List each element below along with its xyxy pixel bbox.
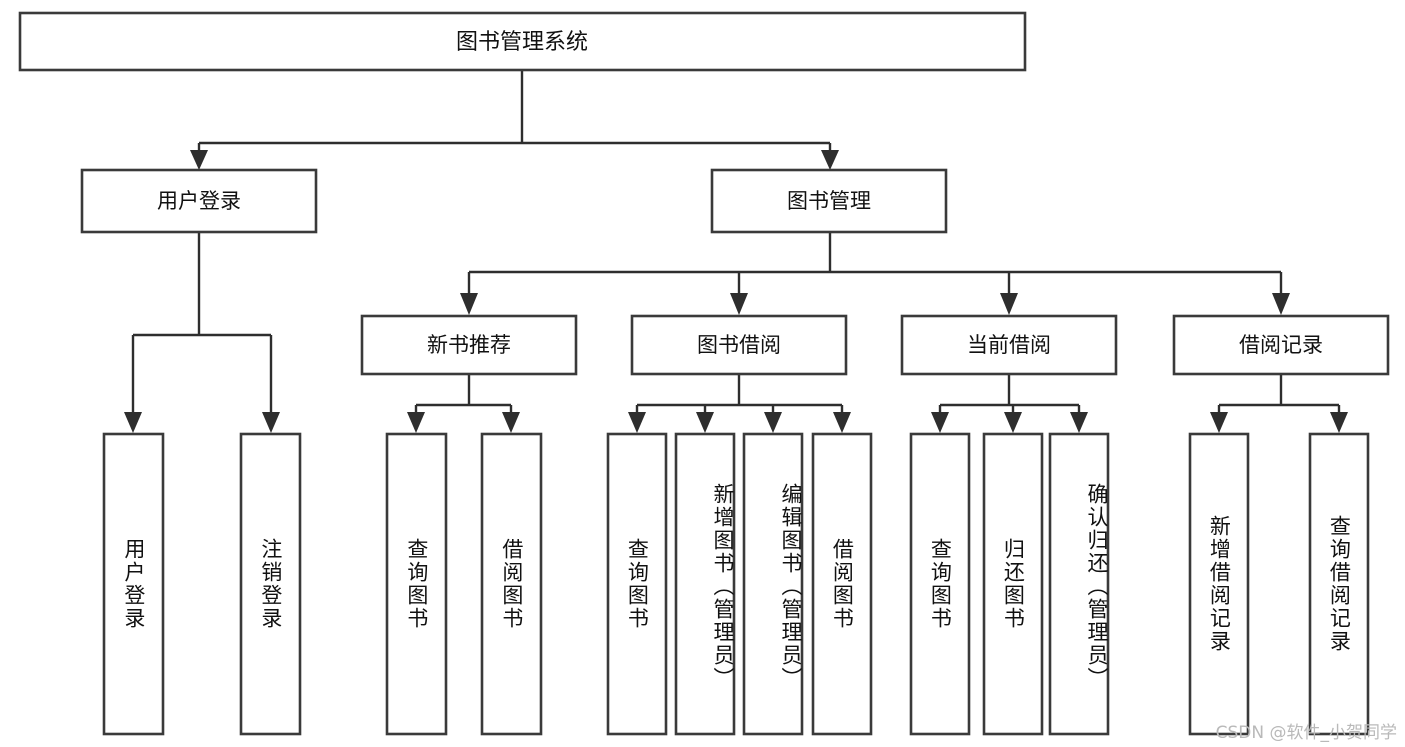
leaf-box-return-book[interactable] xyxy=(982,432,1044,736)
arrow-to-user-login xyxy=(190,150,208,170)
arrow-to-leaf-borrow-book-1 xyxy=(502,412,520,433)
leaf-box-query-book-current[interactable] xyxy=(909,432,971,736)
node-current-borrow[interactable] xyxy=(900,314,1118,376)
leaf-box-query-borrow-record[interactable] xyxy=(1308,432,1370,736)
node-book-borrow-label: 图书借阅 xyxy=(697,333,781,357)
node-root-book-management-system[interactable] xyxy=(18,11,1027,72)
arrow-to-book-borrow xyxy=(730,293,748,315)
watermark-text: CSDN @软件_小贺同学 xyxy=(1215,723,1397,743)
leaf-box-borrow-book[interactable] xyxy=(811,432,873,736)
leaf-box-logout[interactable] xyxy=(239,432,302,736)
arrow-to-leaf-user-login xyxy=(124,412,142,433)
arrow-to-borrow-record xyxy=(1272,293,1290,315)
node-new-book-recommend[interactable] xyxy=(360,314,578,376)
arrow-to-leaf-logout xyxy=(262,412,280,433)
arrow-to-current-borrow xyxy=(1000,293,1018,315)
node-book-borrow[interactable] xyxy=(630,314,848,376)
arrow-to-leaf-edit-book xyxy=(764,412,782,433)
connector-layer xyxy=(124,70,1348,433)
arrow-to-book-mgmt xyxy=(821,150,839,170)
node-new-book-recommend-label: 新书推荐 xyxy=(427,333,511,357)
node-layer: 图书管理系统 用户登录 图书管理 新书推荐 图书借阅 当前借阅 借阅记录 xyxy=(18,11,1390,736)
arrow-to-leaf-query-record xyxy=(1330,412,1348,433)
node-book-management-label: 图书管理 xyxy=(787,189,871,213)
arrow-to-new-book-rec xyxy=(460,293,478,315)
leaf-box-user-login[interactable] xyxy=(102,432,165,736)
node-borrow-record[interactable] xyxy=(1172,314,1390,376)
arrow-to-leaf-query-book-2 xyxy=(628,412,646,433)
leaf-box-add-book-admin[interactable] xyxy=(674,432,736,736)
arrow-to-leaf-return-book xyxy=(1004,412,1022,433)
leaf-box-add-borrow-record[interactable] xyxy=(1188,432,1250,736)
node-book-management[interactable] xyxy=(710,168,948,234)
leaf-box-query-book-newbook[interactable] xyxy=(385,432,448,736)
node-current-borrow-label: 当前借阅 xyxy=(967,333,1051,357)
leaf-box-edit-book-admin[interactable] xyxy=(742,432,804,736)
arrow-to-leaf-query-book-1 xyxy=(407,412,425,433)
arrow-to-leaf-add-record xyxy=(1210,412,1228,433)
leaf-box-confirm-return-admin[interactable] xyxy=(1048,432,1110,736)
leaf-box-borrow-book-newbook[interactable] xyxy=(480,432,543,736)
leaf-box-query-book-borrow[interactable] xyxy=(606,432,668,736)
node-user-login-label: 用户登录 xyxy=(157,189,241,213)
arrow-to-leaf-borrow-book-2 xyxy=(833,412,851,433)
arrow-to-leaf-query-book-3 xyxy=(931,412,949,433)
arrow-to-leaf-confirm-return xyxy=(1070,412,1088,433)
arrow-to-leaf-add-book xyxy=(696,412,714,433)
node-borrow-record-label: 借阅记录 xyxy=(1239,333,1323,357)
node-root-label: 图书管理系统 xyxy=(456,30,588,55)
node-user-login[interactable] xyxy=(80,168,318,234)
